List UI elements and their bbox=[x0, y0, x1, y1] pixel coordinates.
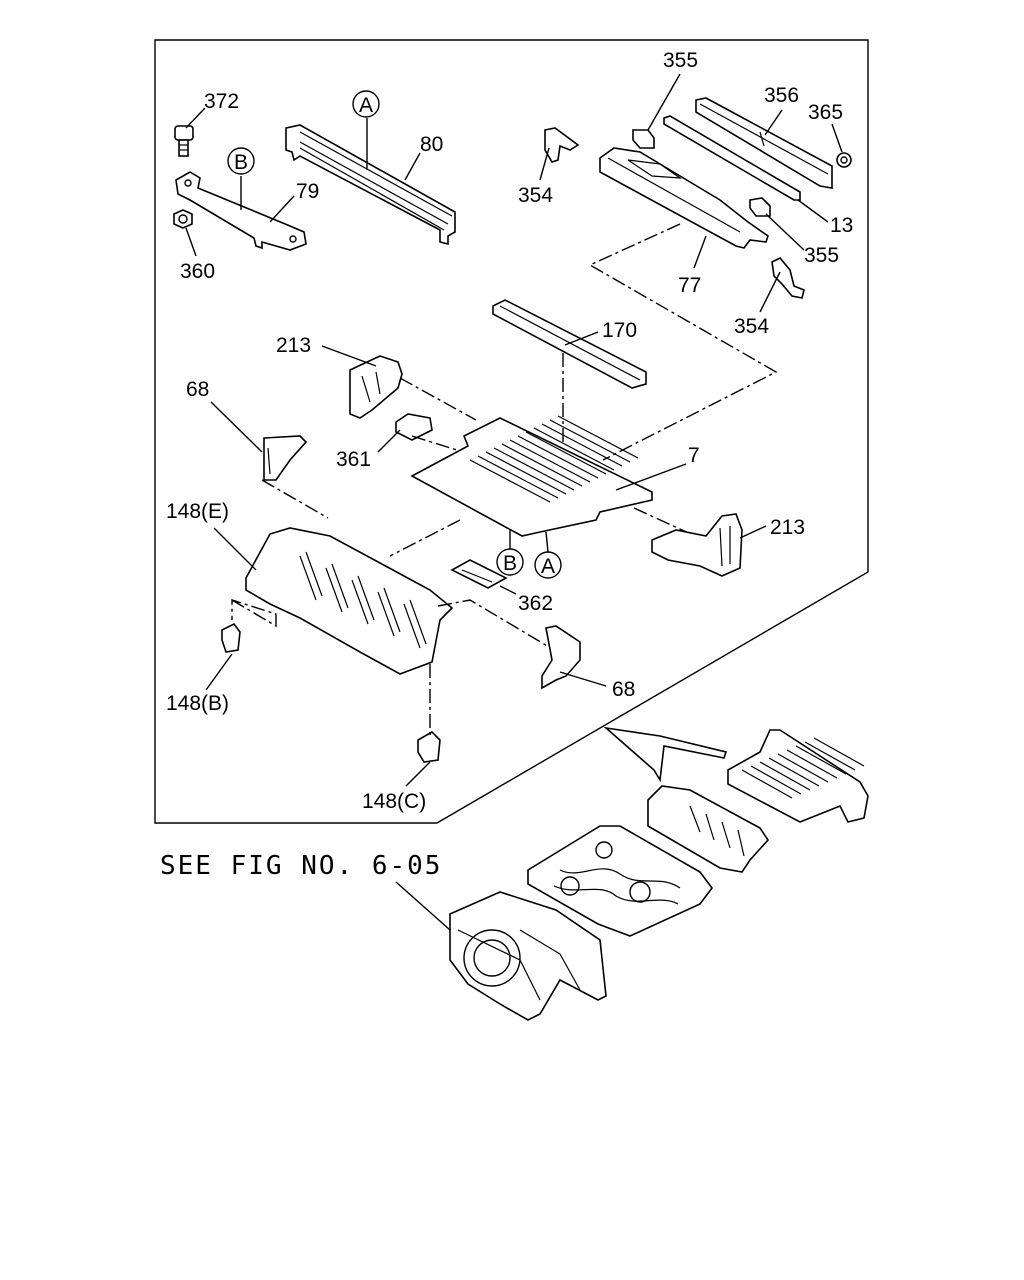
bracket-148C bbox=[405, 731, 441, 787]
label-362: 362 bbox=[518, 592, 553, 615]
panel-68-right bbox=[541, 625, 607, 690]
guide-148B bbox=[231, 599, 277, 628]
label-68-left: 68 bbox=[186, 378, 209, 401]
label-355-bottom: 355 bbox=[804, 244, 839, 267]
rail-170 bbox=[492, 299, 647, 389]
label-355-top: 355 bbox=[663, 49, 698, 72]
label-365: 365 bbox=[808, 101, 843, 124]
nut-365 bbox=[831, 123, 852, 168]
label-148B: 148(B) bbox=[166, 692, 229, 715]
bracket-79 bbox=[175, 171, 307, 251]
label-A-top: A bbox=[359, 94, 373, 117]
plate-356 bbox=[695, 97, 833, 189]
rod-13 bbox=[663, 115, 829, 223]
label-7: 7 bbox=[688, 444, 700, 467]
overview-arrow bbox=[603, 726, 728, 783]
guide-213-left bbox=[399, 377, 477, 421]
nut-360 bbox=[173, 209, 197, 257]
label-354-top: 354 bbox=[518, 184, 553, 207]
label-361: 361 bbox=[336, 448, 371, 471]
guide-floor-to-148 bbox=[389, 519, 461, 557]
bolt-372 bbox=[174, 107, 206, 157]
label-80: 80 bbox=[420, 133, 443, 156]
label-77: 77 bbox=[678, 274, 701, 297]
member-77 bbox=[599, 147, 769, 269]
label-A-bottom: A bbox=[541, 555, 555, 578]
clip-361 bbox=[377, 413, 433, 453]
guide-77-to-7 bbox=[588, 223, 778, 461]
bracket-354-bottom bbox=[759, 257, 805, 313]
clip-355-bottom bbox=[749, 197, 805, 251]
label-13: 13 bbox=[830, 214, 853, 237]
label-B-top: B bbox=[234, 151, 248, 174]
overview-crossmember bbox=[647, 785, 770, 873]
label-356: 356 bbox=[764, 84, 799, 107]
bracket-213-right bbox=[651, 513, 767, 577]
label-354-bottom: 354 bbox=[734, 315, 769, 338]
bracket-213-left bbox=[321, 345, 403, 419]
bracket-354-top bbox=[539, 127, 580, 181]
overview-front-section bbox=[395, 881, 607, 1021]
label-148C: 148(C) bbox=[362, 790, 426, 813]
label-148E: 148(E) bbox=[166, 500, 229, 523]
floor-panel-7 bbox=[410, 415, 687, 537]
guide-68-left bbox=[261, 479, 329, 519]
guide-floor-to-213 bbox=[633, 507, 705, 541]
label-79: 79 bbox=[296, 180, 319, 203]
label-213-right: 213 bbox=[770, 516, 805, 539]
overview-rear-floor bbox=[727, 729, 869, 823]
label-B-bottom: B bbox=[503, 552, 517, 575]
label-360: 360 bbox=[180, 260, 215, 283]
label-68-right: 68 bbox=[612, 678, 635, 701]
label-213-left: 213 bbox=[276, 334, 311, 357]
member-148E bbox=[213, 527, 454, 675]
panel-68-left bbox=[210, 401, 308, 481]
reference-note: SEE FIG NO. 6-05 bbox=[160, 851, 442, 881]
label-170: 170 bbox=[602, 319, 637, 342]
clip-355-top bbox=[632, 73, 681, 149]
guide-148E bbox=[437, 599, 555, 651]
overview-center-floor bbox=[527, 825, 713, 937]
diagram-frame bbox=[154, 39, 869, 824]
label-372: 372 bbox=[204, 90, 239, 113]
bracket-148B bbox=[205, 622, 241, 691]
pad-362 bbox=[450, 559, 517, 595]
member-80 bbox=[285, 118, 456, 246]
